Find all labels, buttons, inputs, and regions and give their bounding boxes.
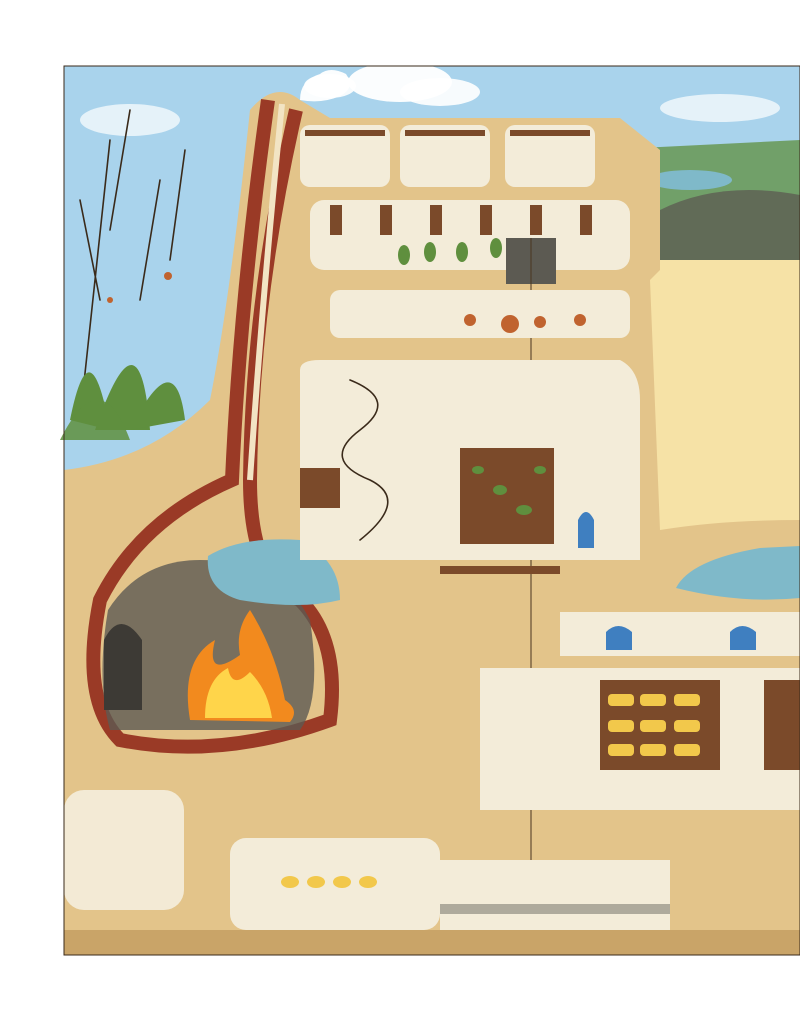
left-plants bbox=[60, 109, 186, 440]
basement-rooms bbox=[64, 790, 670, 930]
kitchen-door bbox=[578, 512, 594, 548]
clouds bbox=[80, 62, 780, 136]
fire-arch-door bbox=[104, 624, 142, 710]
drying-room bbox=[310, 200, 630, 270]
pond bbox=[648, 170, 732, 190]
sand-field bbox=[640, 260, 800, 570]
copper-room bbox=[330, 290, 630, 338]
page-frame bbox=[63, 65, 800, 956]
corridor bbox=[560, 612, 800, 656]
smoke-plume bbox=[300, 70, 350, 102]
dark-hill bbox=[655, 190, 800, 262]
main-kitchen bbox=[300, 360, 640, 574]
field-pond bbox=[676, 546, 800, 600]
attic-rooms bbox=[300, 125, 595, 187]
lift-cage bbox=[506, 238, 556, 945]
chimney-inner bbox=[247, 103, 285, 481]
fire bbox=[187, 610, 294, 722]
ground-floor bbox=[64, 930, 800, 955]
cheese-store bbox=[480, 668, 800, 810]
